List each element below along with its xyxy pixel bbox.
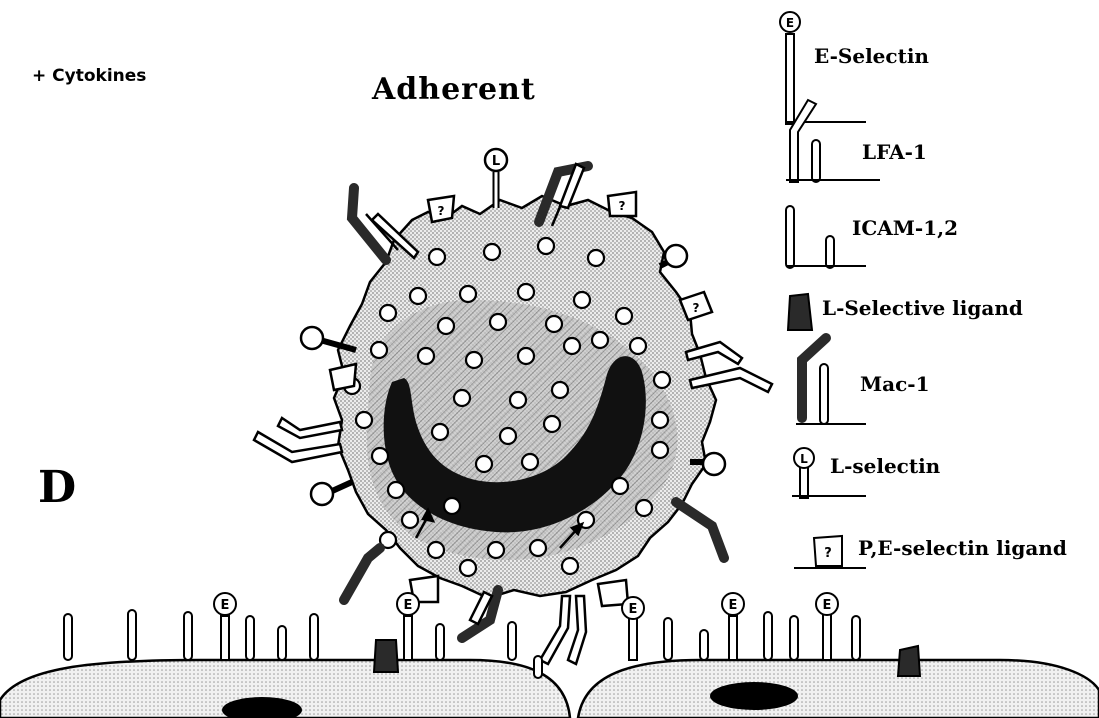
svg-text:?: ? bbox=[438, 204, 445, 218]
cytokines-label: + Cytokines bbox=[32, 66, 146, 86]
mac-1-icon bbox=[796, 338, 866, 424]
svg-text:?: ? bbox=[693, 301, 700, 315]
endothelial-nucleus-right bbox=[710, 682, 798, 710]
legend-label-icam: ICAM-1,2 bbox=[852, 216, 958, 240]
leukocyte bbox=[334, 196, 716, 598]
svg-text:E: E bbox=[404, 598, 413, 613]
endothelial-cell-right bbox=[578, 660, 1099, 718]
endothelium bbox=[0, 660, 1099, 718]
legend-label-l-selective-ligand: L-Selective ligand bbox=[822, 296, 1023, 320]
l-selective-ligand-icon bbox=[788, 294, 812, 330]
svg-text:E: E bbox=[786, 16, 794, 30]
svg-text:?: ? bbox=[824, 546, 832, 561]
svg-text:L: L bbox=[492, 154, 500, 169]
svg-text:L: L bbox=[800, 452, 808, 466]
legend-label-lfa-1: LFA-1 bbox=[862, 140, 927, 164]
svg-text:E: E bbox=[823, 598, 832, 613]
svg-text:E: E bbox=[221, 598, 230, 613]
panel-label: D bbox=[38, 462, 76, 513]
adherent-title: Adherent bbox=[372, 72, 536, 107]
legend-icons bbox=[780, 12, 880, 568]
legend-label-pe-selectin-ligand: P,E-selectin ligand bbox=[858, 536, 1067, 560]
svg-text:E: E bbox=[629, 602, 638, 617]
svg-text:?: ? bbox=[619, 199, 626, 213]
legend-label-e-selectin: E-Selectin bbox=[814, 44, 929, 68]
legend-label-l-selectin: L-selectin bbox=[830, 454, 940, 478]
legend-label-mac-1: Mac-1 bbox=[860, 372, 930, 396]
svg-text:E: E bbox=[729, 598, 738, 613]
